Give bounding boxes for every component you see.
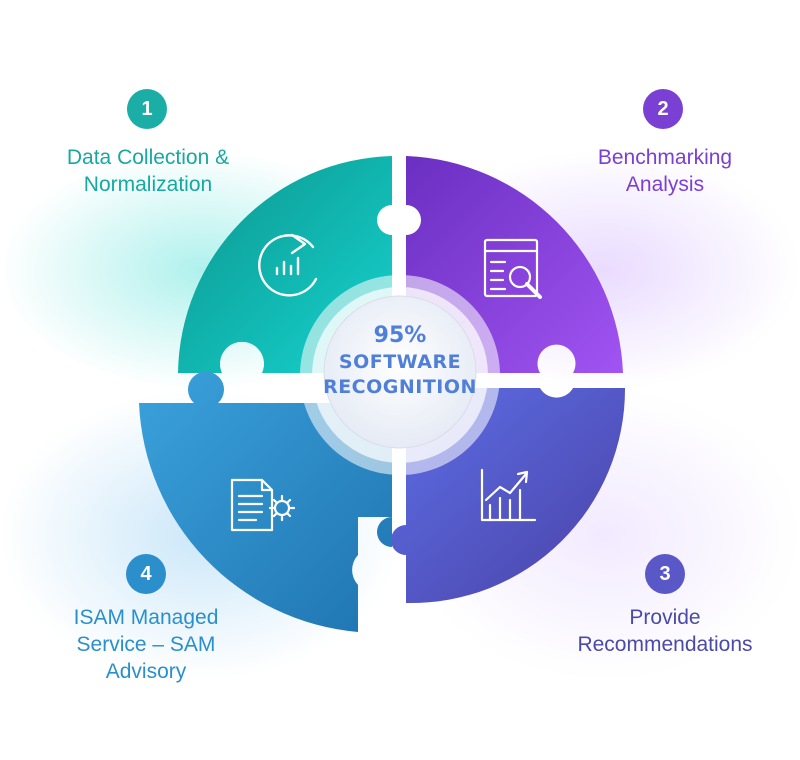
step-3-line-2: Recommendations	[577, 633, 753, 656]
center-percent: 95%	[373, 323, 427, 348]
step-1-line-1: Data Collection &	[66, 146, 230, 169]
refresh-chart-icon	[258, 233, 318, 297]
step-3-label: Provide Recommendations	[550, 604, 780, 658]
step-4-line-1: ISAM Managed	[73, 606, 219, 629]
step-2-line-2: Analysis	[625, 173, 705, 196]
center-line-1: SOFTWARE	[338, 351, 462, 373]
step-1-badge: 1	[127, 89, 167, 129]
center-label: 95% SOFTWARE RECOGNITION	[300, 322, 500, 400]
step-4-badge: 4	[126, 554, 166, 594]
center-line-2: RECOGNITION	[323, 376, 477, 398]
growth-chart-icon	[480, 468, 537, 522]
step-2-label: Benchmarking Analysis	[560, 144, 770, 198]
step-4-line-3: Advisory	[105, 660, 187, 683]
document-gear-icon	[230, 478, 296, 532]
step-3-line-1: Provide	[629, 606, 701, 629]
center-circle	[323, 295, 477, 449]
document-search-icon	[483, 238, 542, 299]
step-2-badge: 2	[643, 89, 683, 129]
step-1-line-2: Normalization	[83, 173, 213, 196]
step-1-label: Data Collection & Normalization	[38, 144, 258, 198]
step-3-badge: 3	[645, 554, 685, 594]
step-4-label: ISAM Managed Service – SAM Advisory	[36, 604, 256, 685]
step-4-line-2: Service – SAM	[76, 633, 216, 656]
step-2-line-1: Benchmarking	[597, 146, 733, 169]
